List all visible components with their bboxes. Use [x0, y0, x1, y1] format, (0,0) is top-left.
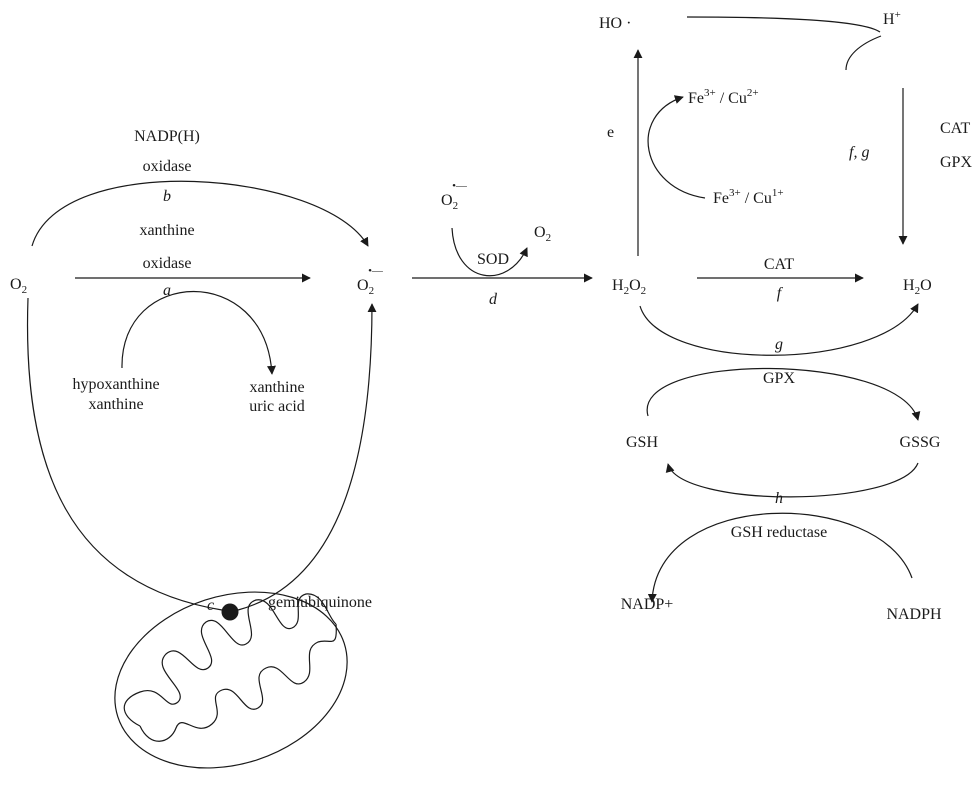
curve-mitochondrion-to-superoxide [237, 303, 377, 611]
label-f: f [777, 285, 784, 302]
label-gsh-reductase: GSH reductase [731, 524, 827, 541]
arc-gssg-to-gsh [665, 462, 919, 498]
label-cat-mid: CAT [764, 256, 794, 273]
label-d: d [489, 291, 498, 308]
line-proton-branch [845, 35, 882, 71]
label-a: a [163, 282, 171, 299]
line-hydroxyl-top [686, 16, 881, 33]
label-b: b [163, 188, 171, 205]
label-gpx-mid: GPX [763, 370, 795, 387]
label-cat-top: CAT [940, 120, 970, 137]
arc-gsh-to-gssg [646, 367, 921, 421]
label-xanthine-substrate: xanthine [88, 396, 143, 413]
arc-gsh-reductase [647, 512, 913, 603]
species-superoxide: O2•— [357, 265, 384, 297]
label-nadp-plus: NADP+ [621, 596, 674, 613]
loop-sod [451, 227, 528, 277]
label-fe3-cu1: Fe3+ / Cu1+ [713, 187, 784, 207]
arc-nadph-oxidase [31, 180, 369, 247]
curve-o2-to-mitochondrion [26, 297, 223, 611]
label-gssg: GSSG [900, 434, 941, 451]
arc-gpx [639, 303, 919, 356]
label-h: h [775, 490, 783, 507]
point-c-dot [221, 603, 239, 621]
label-gpx-top: GPX [940, 154, 972, 171]
species-o2-sod: O2 [534, 224, 551, 244]
label-sod: SOD [477, 251, 509, 268]
label-nadph-oxidase: oxidase [143, 158, 192, 175]
label-xanthine-oxidase: oxidase [143, 255, 192, 272]
label-gemiubiquinone: gemiubiquinone [268, 594, 372, 611]
label-g: g [775, 336, 783, 353]
mitochondrion-outer [114, 591, 348, 769]
curve-hypoxanthine-conversion [121, 291, 276, 375]
species-superoxide-sod: O2•— [441, 180, 468, 212]
label-xanthine-product: xanthine [249, 379, 304, 396]
curve-metal-cycle [647, 95, 706, 199]
label-nadph: NADP(H) [134, 128, 200, 145]
label-fg: f, g [849, 144, 869, 161]
label-e: e [607, 124, 614, 141]
label-nadph: NADPH [886, 606, 942, 623]
label-fe3-cu2: Fe3+ / Cu2+ [688, 87, 759, 107]
species-h2o2: H2O2 [612, 277, 646, 297]
species-o2: O2 [10, 276, 27, 296]
mitochondrion-cristae [123, 593, 337, 742]
species-proton: H+ [883, 9, 901, 28]
label-c: c [207, 597, 214, 614]
label-xanthine-enzyme: xanthine [139, 222, 194, 239]
label-gsh: GSH [626, 434, 658, 451]
label-uric-acid: uric acid [249, 398, 305, 415]
species-hydroxyl: HO · [599, 15, 631, 32]
species-h2o: H2O [903, 277, 932, 297]
label-hypoxanthine: hypoxanthine [72, 376, 159, 393]
